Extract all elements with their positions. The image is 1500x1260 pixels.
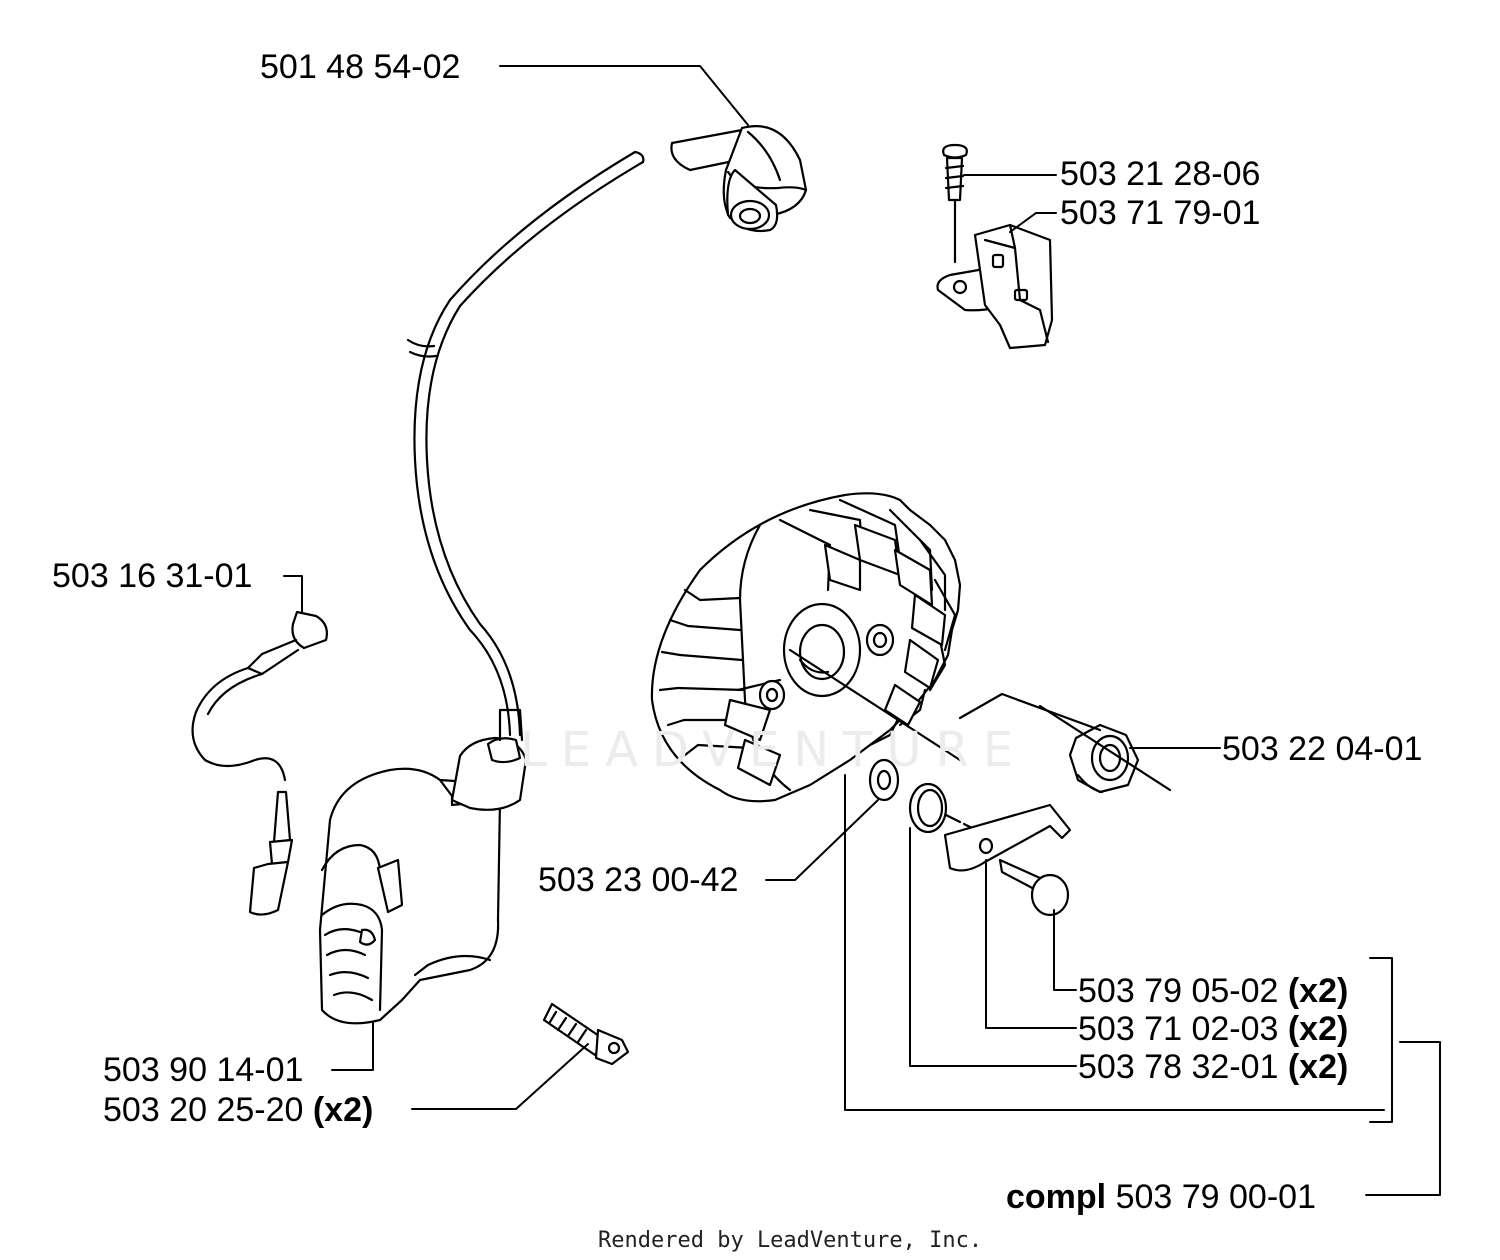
label-coil-screw: 503 20 25-20 (x2)	[103, 1093, 373, 1127]
label-flywheel-nut: 503 22 04-01	[1222, 730, 1423, 768]
label-pawl-spring: 503 78 32-01 (x2)	[1078, 1050, 1348, 1084]
pawl	[943, 803, 1072, 872]
label-spark-plug-cap: 501 48 54-02	[260, 48, 461, 86]
label-compl-number: 503 79 00-01	[1115, 1178, 1316, 1216]
label-terminal: 503 16 31-01	[52, 557, 253, 595]
label-coil-screw-number: 503 20 25-20	[103, 1091, 304, 1129]
rendered-by-footer: Rendered by LeadVenture, Inc.	[598, 1228, 983, 1253]
short-circuit-cable	[191, 610, 328, 916]
label-pawl: 503 71 02-03 (x2)	[1078, 1012, 1348, 1046]
washer	[868, 758, 900, 802]
pawl-screw	[998, 858, 1070, 917]
label-pawl-screw: 503 79 05-02 (x2)	[1078, 974, 1348, 1008]
ignition-coil	[318, 708, 528, 1025]
flywheel	[650, 492, 962, 803]
spark-plug-cap	[670, 125, 808, 233]
stop-switch	[936, 143, 1054, 350]
label-stop-switch: 503 71 79-01	[1060, 194, 1261, 232]
label-pawl-qty: (x2)	[1287, 1010, 1349, 1048]
watermark: LEADVENTURE	[520, 722, 1028, 778]
label-flywheel-complete: compl 503 79 00-01	[1006, 1180, 1316, 1214]
coil-screw	[542, 1002, 630, 1066]
label-pawl-number: 503 71 02-03	[1078, 1010, 1279, 1048]
label-ignition-coil: 503 90 14-01	[103, 1051, 304, 1089]
label-pawl-screw-qty: (x2)	[1287, 972, 1349, 1010]
leader-lines	[283, 65, 1441, 1196]
label-switch-screw: 503 21 28-06	[1060, 155, 1261, 193]
label-pawl-spring-number: 503 78 32-01	[1078, 1048, 1279, 1086]
flywheel-nut	[958, 692, 1172, 794]
label-compl-word: compl	[1006, 1178, 1107, 1216]
label-coil-screw-qty: (x2)	[312, 1091, 374, 1129]
label-pawl-spring-qty: (x2)	[1287, 1048, 1349, 1086]
pawl-spring	[908, 782, 974, 834]
label-pawl-screw-number: 503 79 05-02	[1078, 972, 1279, 1010]
ignition-lead	[406, 150, 645, 737]
label-washer: 503 23 00-42	[538, 861, 739, 899]
